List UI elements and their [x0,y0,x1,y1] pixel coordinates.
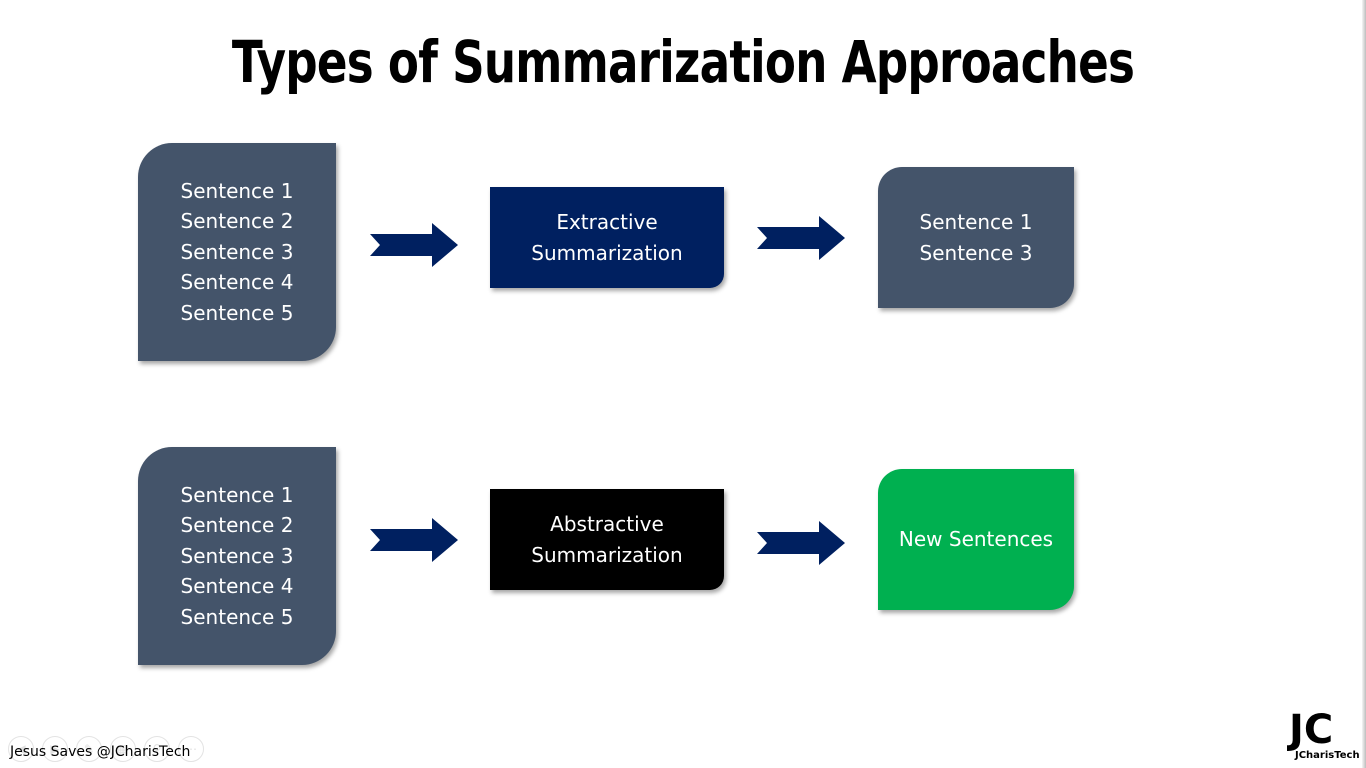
slide-title: Types of Summarization Approaches [231,28,1135,96]
row2-input-line: Sentence 1 [180,482,294,507]
process-line: Extractive [556,210,658,234]
zoom-icon[interactable]: ⚲ [144,736,170,762]
logo-name: JCharisTech [1294,750,1359,761]
row1-arrow-2-icon [757,216,845,260]
pen-icon[interactable]: ✎ [76,736,102,762]
row1-input-line: Sentence 2 [180,209,294,234]
row1-input-box: Sentence 1 Sentence 2 Sentence 3 Sentenc… [138,143,336,361]
row2-input-box: Sentence 1 Sentence 2 Sentence 3 Sentenc… [138,447,336,665]
row2-arrow-2-icon [757,521,845,565]
logo-mark: JC [1287,707,1333,753]
jcharistech-logo: JC JCharisTech [1287,707,1359,761]
next-icon[interactable]: ▶ [42,736,68,762]
row2-output-box: New Sentences [878,469,1074,610]
process-line: Summarization [531,542,683,567]
row1-arrow-1-icon [370,223,458,267]
arrow-shape [757,521,845,565]
row2-input-line: Sentence 4 [180,574,294,599]
slide-edge-shadow [1362,0,1366,768]
row1-output-box: Sentence 1 Sentence 3 [878,167,1074,308]
row2-input-line: Sentence 2 [180,513,294,538]
row1-input-line: Sentence 3 [180,239,294,264]
row1-output-line: Sentence 3 [919,240,1033,265]
process-line: Abstractive [550,512,664,536]
arrow-shape [370,518,458,562]
extractive-process-box: Extractive Summarization [490,187,724,288]
arrow-shape [757,216,845,260]
presenter-toolbar: ◀ ▶ ✎ ▦ ⚲ ⋯ [8,736,204,762]
row1-input-line: Sentence 5 [180,300,294,325]
row2-arrow-1-icon [370,518,458,562]
row2-output-line: New Sentences [898,527,1054,552]
prev-icon[interactable]: ◀ [8,736,34,762]
process-line: Summarization [531,240,683,265]
row1-input-line: Sentence 4 [180,270,294,295]
slides-icon[interactable]: ▦ [110,736,136,762]
row2-input-line: Sentence 3 [180,543,294,568]
more-icon[interactable]: ⋯ [178,736,204,762]
abstractive-process-box: Abstractive Summarization [490,489,724,590]
row1-output-line: Sentence 1 [919,210,1033,234]
row1-input-line: Sentence 1 [180,178,294,203]
row2-input-line: Sentence 5 [180,604,294,629]
arrow-shape [370,223,458,267]
footer-text: Jesus Saves @JCharisTech [10,744,191,760]
